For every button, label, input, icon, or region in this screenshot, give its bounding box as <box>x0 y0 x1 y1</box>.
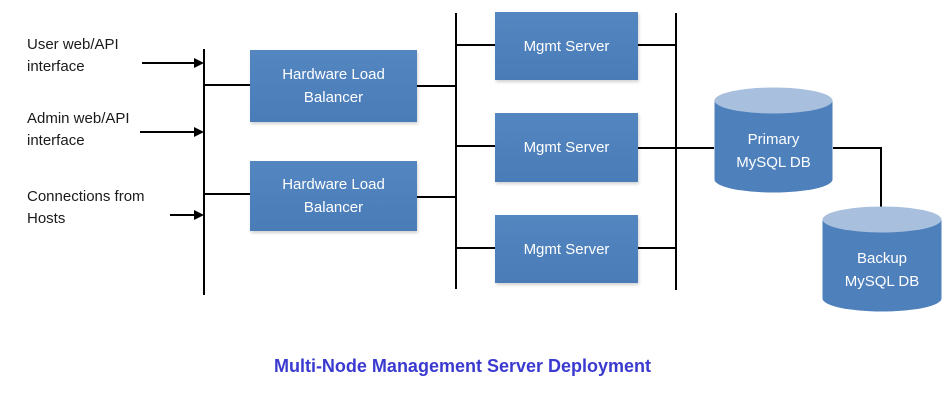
connector-bus-to-mgmt1 <box>456 44 495 46</box>
connector-bus-to-mgmt3 <box>456 247 495 249</box>
node-hardware-load-balancer-2: Hardware Load Balancer <box>250 161 417 231</box>
arrow-shaft <box>142 62 196 64</box>
connector-primary-to-backup-horizontal <box>833 147 882 149</box>
arrow-head-icon <box>194 58 204 68</box>
diagram-title: Multi-Node Management Server Deployment <box>273 356 652 376</box>
connector-mgmt2-to-primary-db <box>638 147 714 149</box>
arrow-shaft <box>170 214 196 216</box>
db-backup-label: Backup MySQL DB <box>844 250 920 290</box>
connector-mgmt3-to-bus <box>638 247 676 249</box>
label-admin-web-api-interface: Admin web/API interface <box>27 110 130 149</box>
connector-bus-to-lb1 <box>204 84 250 86</box>
bus-line-left <box>203 49 205 295</box>
label-connections-from-hosts: Connections from Hosts <box>27 188 145 227</box>
node-mgmt-server-3: Mgmt Server <box>495 215 638 283</box>
connector-primary-to-backup-vertical <box>880 147 882 209</box>
label-user-web-api-interface: User web/API interface <box>27 36 119 75</box>
node-mgmt-server-1: Mgmt Server <box>495 12 638 80</box>
connector-mgmt1-to-bus <box>638 44 676 46</box>
node-hardware-load-balancer-1: Hardware Load Balancer <box>250 50 417 122</box>
arrow-head-icon <box>194 127 204 137</box>
node-label: Hardware Load Balancer <box>282 66 385 106</box>
connector-bus-to-lb2 <box>204 193 250 195</box>
bus-line-middle <box>455 13 457 289</box>
connector-bus-to-mgmt2 <box>456 145 495 147</box>
connector-lb1-to-bus <box>417 85 456 87</box>
node-label: Hardware Load Balancer <box>282 176 385 216</box>
node-mgmt-server-2: Mgmt Server <box>495 113 638 182</box>
db-primary-label: Primary MySQL DB <box>736 131 811 171</box>
database-cylinder-icon <box>822 206 942 312</box>
database-cylinder-icon <box>714 87 833 193</box>
node-label: Mgmt Server <box>523 240 610 258</box>
node-label: Mgmt Server <box>523 37 610 55</box>
db-backup-mysql: Backup MySQL DB <box>822 206 942 312</box>
connector-lb2-to-bus <box>417 196 456 198</box>
arrow-shaft <box>140 131 196 133</box>
db-primary-mysql: Primary MySQL DB <box>714 87 833 193</box>
bus-line-right <box>675 13 677 290</box>
arrow-head-icon <box>194 210 204 220</box>
node-label: Mgmt Server <box>523 139 610 156</box>
